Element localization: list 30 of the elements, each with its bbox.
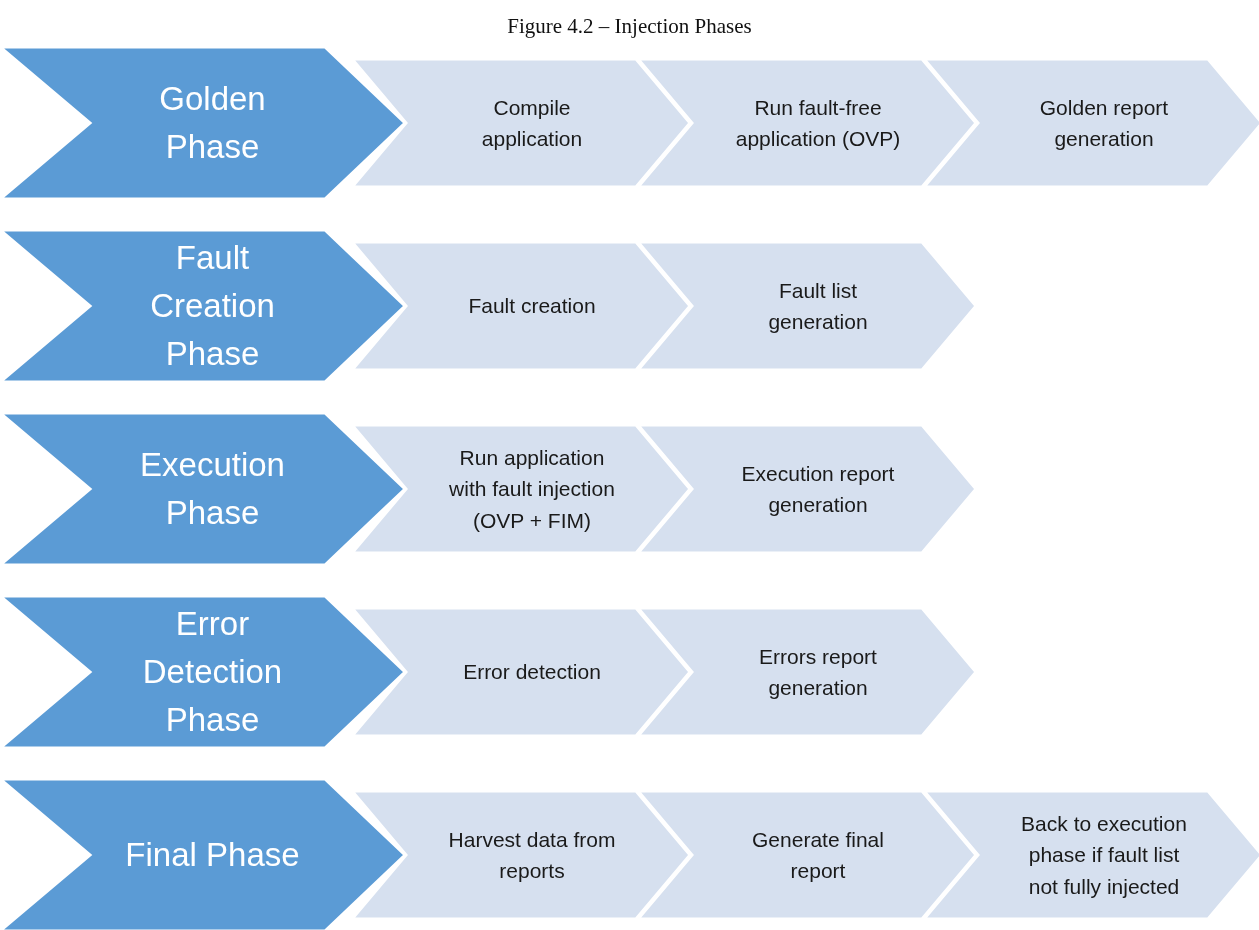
step-label: Generate final report [751, 826, 885, 884]
step-label: Run fault-free application (OVP) [734, 94, 902, 152]
step-banner [638, 608, 976, 736]
step-banner [352, 791, 690, 919]
step-label: Fault creation [468, 293, 596, 320]
phase-label: Error Detection Phase [141, 604, 284, 740]
step-label: Back to execution phase if fault list not fully injected [1020, 810, 1188, 900]
step-banner [638, 791, 976, 919]
phase-label: Execution Phase [139, 445, 286, 533]
step-banner [638, 59, 976, 187]
step-label: Golden report generation [1038, 94, 1170, 152]
step-label: Fault list generation [767, 277, 869, 335]
step-banner [638, 425, 976, 553]
step-label: Compile application [480, 94, 584, 152]
step-banner [924, 791, 1259, 919]
step-label: Harvest data from reports [447, 826, 617, 884]
step-label: Execution report generation [740, 460, 896, 518]
step-banner [352, 242, 690, 370]
phase-label: Golden Phase [158, 79, 267, 167]
figure-title: Figure 4.2 – Injection Phases [507, 14, 752, 38]
step-banner [352, 608, 690, 736]
step-label: Error detection [463, 659, 601, 686]
step-label: Errors report generation [758, 643, 878, 701]
step-banner [352, 425, 690, 553]
step-banner [924, 59, 1259, 187]
phase-label: Fault Creation Phase [149, 238, 276, 374]
step-banner [638, 242, 976, 370]
step-label: Run application with fault injection (OVP + FIM) [448, 444, 616, 534]
step-banner [352, 59, 690, 187]
phase-label: Final Phase [125, 835, 300, 876]
